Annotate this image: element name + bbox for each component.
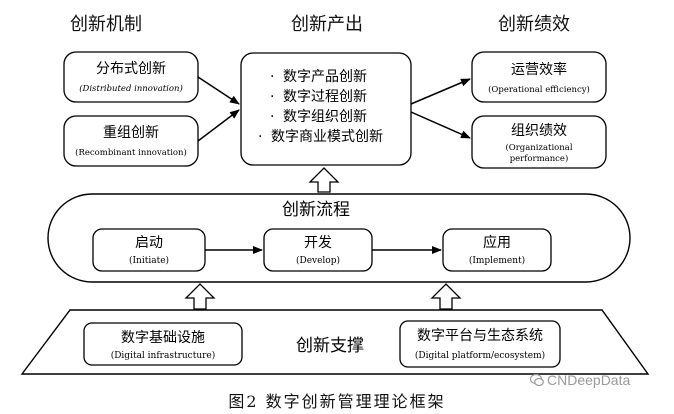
process-step-develop-label: 开发 xyxy=(304,235,332,251)
output-bullet-4: · xyxy=(258,129,262,145)
mechanism-recombinant-en: (Recombinant innovation) xyxy=(75,147,187,158)
up-arrow-support-to-process-right xyxy=(430,283,462,310)
up-arrow-process-to-output xyxy=(308,167,340,193)
mechanism-distributed-en: (Distributed innovation) xyxy=(79,83,183,94)
process-step-develop: 开发 (Develop) xyxy=(263,228,373,272)
support-infrastructure-label: 数字基础设施 xyxy=(121,329,205,346)
support-box-platform: 数字平台与生态系统 (Digital platform/ecosystem) xyxy=(399,320,561,368)
support-platform-label: 数字平台与生态系统 xyxy=(417,328,543,344)
output-item-product: 数字产品创新 xyxy=(283,69,367,85)
process-step-implement-label: 应用 xyxy=(483,234,511,251)
up-arrow-support-to-process-left xyxy=(184,283,216,310)
watermark-text: CNDeepData xyxy=(547,372,631,388)
performance-box-operational: 运营效率 (Operational efficiency) xyxy=(471,51,607,103)
output-bullet-3: · xyxy=(270,109,274,125)
process-step-implement: 应用 (Implement) xyxy=(442,228,552,272)
output-item-organization: 数字组织创新 xyxy=(283,109,367,125)
mechanism-header: 创新机制 xyxy=(70,14,142,35)
performance-header: 创新绩效 xyxy=(498,14,570,35)
arrow-output-to-operational xyxy=(410,78,471,105)
performance-box-organizational: 组织绩效 (Organizational performance) xyxy=(471,115,607,169)
process-step-implement-en: (Implement) xyxy=(469,255,525,266)
arrow-distributed-to-output xyxy=(197,76,240,105)
arrow-output-to-organizational xyxy=(410,111,471,139)
process-step-initiate: 启动 (Initiate) xyxy=(92,228,206,272)
process-title: 创新流程 xyxy=(282,200,350,220)
performance-operational-en: (Operational efficiency) xyxy=(488,84,590,95)
process-step-develop-en: (Develop) xyxy=(296,255,340,266)
performance-organizational-en-line1: (Organizational xyxy=(505,142,572,153)
mechanism-box-distributed: 分布式创新 (Distributed innovation) xyxy=(63,51,199,103)
output-item-process: 数字过程创新 xyxy=(283,89,367,105)
support-infrastructure-en: (Digital infrastructure) xyxy=(111,350,216,361)
performance-operational-label: 运营效率 xyxy=(511,61,567,78)
mechanism-distributed-label: 分布式创新 xyxy=(96,61,166,77)
mechanism-recombinant-label: 重组创新 xyxy=(103,125,159,141)
output-bullet-1: · xyxy=(270,69,274,85)
performance-organizational-label: 组织绩效 xyxy=(511,123,567,139)
support-title: 创新支撑 xyxy=(296,336,364,356)
mechanism-box-recombinant: 重组创新 (Recombinant innovation) xyxy=(63,115,199,167)
figure-caption: 图2 数字创新管理理论框架 xyxy=(228,392,446,411)
process-step-initiate-label: 启动 xyxy=(135,235,163,251)
output-item-business-model: 数字商业模式创新 xyxy=(271,129,383,145)
output-bullet-2: · xyxy=(270,89,274,105)
output-header: 创新产出 xyxy=(291,14,363,35)
process-step-initiate-en: (Initiate) xyxy=(129,255,169,266)
support-platform-en: (Digital platform/ecosystem) xyxy=(415,350,545,361)
output-box: · 数字产品创新 · 数字过程创新 · 数字组织创新 · 数字商业模式创新 xyxy=(240,52,412,166)
support-box-infrastructure: 数字基础设施 (Digital infrastructure) xyxy=(83,322,243,366)
arrow-recombinant-to-output xyxy=(197,109,240,142)
wechat-icon xyxy=(530,373,544,387)
watermark: CNDeepData xyxy=(530,372,670,390)
performance-organizational-en-line2: performance) xyxy=(510,153,569,164)
